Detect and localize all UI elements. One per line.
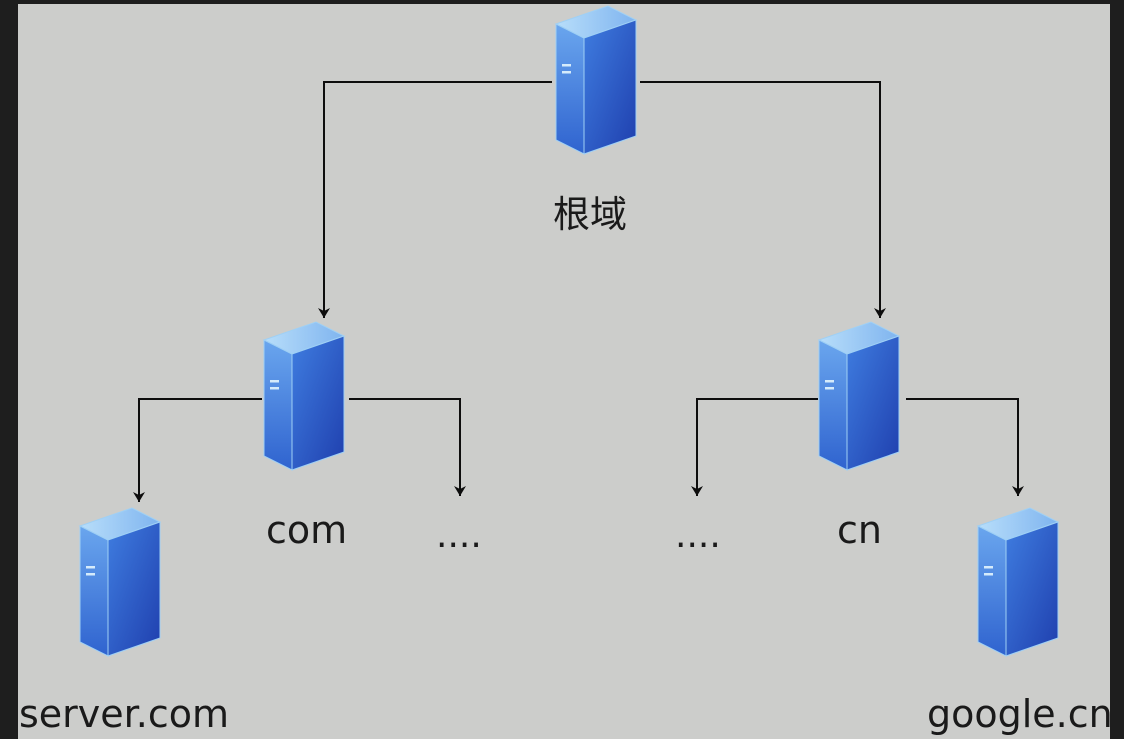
node-label-root: 根域 [553, 193, 627, 236]
node-label-cn: cn [837, 508, 882, 552]
connectors [133, 81, 1024, 502]
node-label-com: com [266, 508, 348, 552]
server-icon [818, 321, 900, 471]
edge-cn-google [906, 398, 1024, 496]
edge-com-server [133, 398, 262, 502]
placeholder-com-more: .... [436, 515, 482, 556]
server-icon [555, 5, 637, 155]
edge-root-com [318, 81, 552, 318]
server-icon [79, 507, 161, 657]
edge-root-cn [640, 81, 886, 318]
node-label-google: google.cn [927, 692, 1113, 736]
node-label-server: server.com [19, 692, 230, 736]
edge-com-more [349, 398, 466, 496]
placeholder-cn-more: .... [675, 515, 721, 556]
edge-cn-more [691, 398, 818, 496]
server-icon [977, 507, 1059, 657]
server-icon [263, 321, 345, 471]
